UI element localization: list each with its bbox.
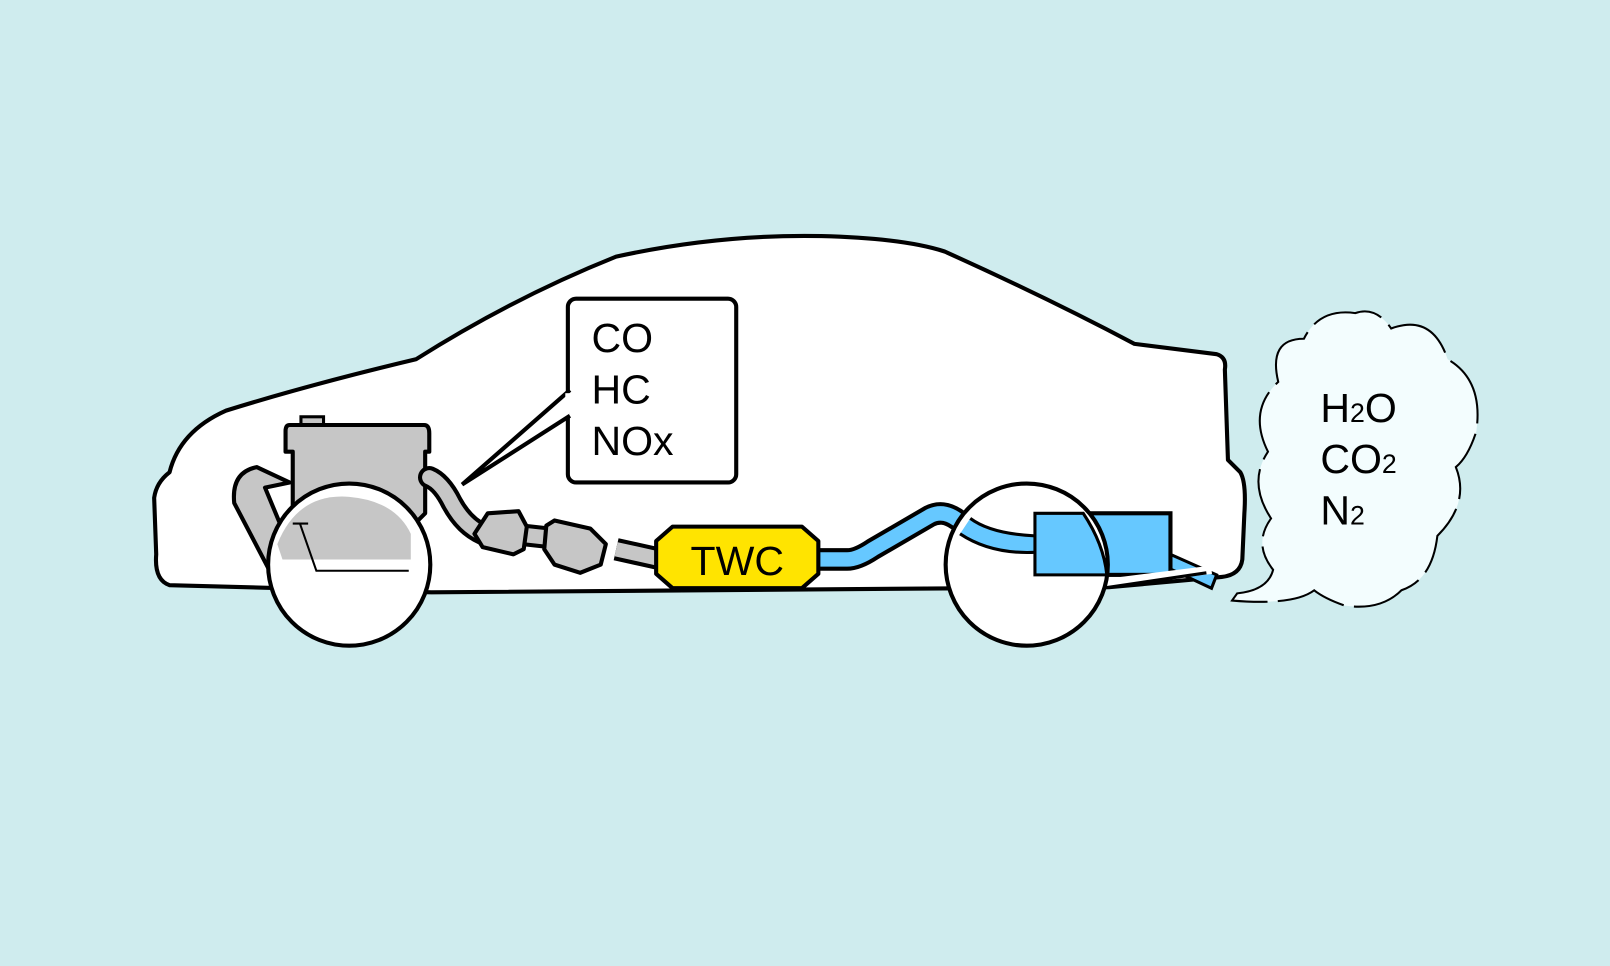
clean-exhaust-cloud: H2O CO2 N2 <box>1230 310 1479 608</box>
h2o-main: H <box>1320 385 1350 431</box>
h2o-tail: O <box>1365 385 1397 431</box>
n2-subscript: 2 <box>1350 501 1365 531</box>
front-wheel <box>266 481 433 648</box>
n2-main: N <box>1320 488 1350 534</box>
product-h2o: H2O <box>1320 385 1396 431</box>
product-n2: N2 <box>1320 488 1365 534</box>
pollutant-hc: HC <box>591 366 650 412</box>
twc-label: TWC <box>691 538 784 584</box>
h2o-subscript: 2 <box>1350 398 1365 428</box>
co2-main: CO <box>1320 436 1382 482</box>
pollutant-nox: NOx <box>591 418 674 464</box>
pollutant-co: CO <box>591 315 653 361</box>
pollutants-callout: CO HC NOx <box>460 296 739 487</box>
rear-wheel <box>943 481 1110 648</box>
co2-subscript: 2 <box>1382 449 1397 479</box>
three-way-catalyst: TWC <box>654 524 821 591</box>
product-co2: CO2 <box>1320 436 1396 482</box>
